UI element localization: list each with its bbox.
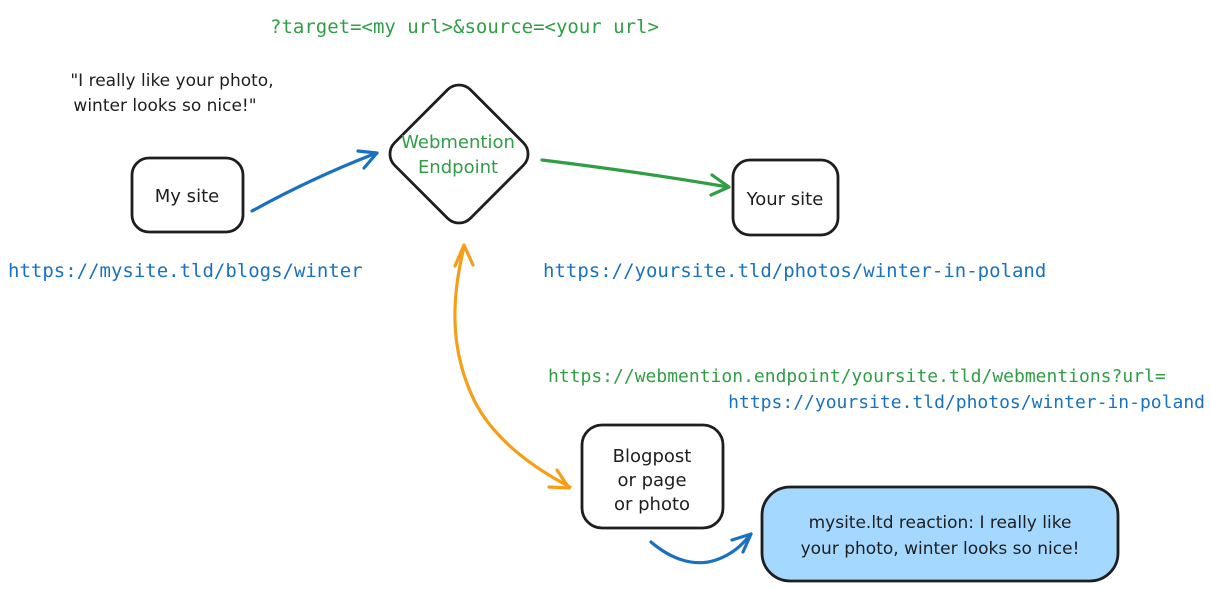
arrow-shaft: [540, 158, 730, 189]
your-site-node: Your site: [731, 158, 840, 237]
webmention-endpoint-node: Webmention Endpoint: [388, 83, 530, 225]
reaction-bubble: mysite.ltd reaction: I really like your …: [760, 485, 1120, 583]
blogpost-node: Blogpost or page or photo: [580, 423, 725, 530]
reaction-quote-line2: winter looks so nice!": [73, 96, 256, 116]
endpoint-url-line1: https://webmention.endpoint/yoursite.tld…: [548, 366, 1166, 387]
endpoint-blogpost-double-arrow: [453, 243, 572, 490]
endpoint-url-line2: https://yoursite.tld/photos/winter-in-po…: [728, 392, 1205, 413]
blogpost-label-line2: or page: [617, 470, 686, 491]
arrow-shaft: [250, 152, 376, 213]
your-site-label: Your site: [746, 189, 824, 210]
my-site-node: My site: [130, 156, 245, 234]
your-site-url: https://yoursite.tld/photos/winter-in-po…: [543, 260, 1046, 282]
blogpost-box: [580, 423, 725, 530]
endpoint-label-line2: Endpoint: [418, 157, 498, 178]
arrow-shaft: [453, 245, 572, 489]
webmention-endpoint-diamond: [388, 83, 530, 225]
my-site-url: https://mysite.tld/blogs/winter: [8, 260, 363, 282]
my-site-box: [130, 156, 245, 234]
reaction-quote-line1: "I really like your photo,: [70, 71, 273, 91]
your-site-box: [731, 158, 840, 237]
query-string-text: ?target=<my url>&source=<your url>: [270, 16, 659, 38]
arrowhead-icon: [730, 532, 753, 554]
arrowhead-icon: [356, 149, 379, 170]
reaction-bubble-line1: mysite.ltd reaction: I really like: [809, 513, 1072, 533]
reaction-bubble-line2: your photo, winter looks so nice!: [801, 539, 1080, 559]
my-site-label: My site: [155, 186, 219, 207]
reaction-bubble-shape: [760, 485, 1120, 583]
arrowhead-down-icon: [547, 468, 571, 490]
endpoint-label-line1: Webmention: [401, 132, 515, 153]
blogpost-label-line1: Blogpost: [613, 446, 692, 467]
blogpost-to-bubble-arrow: [649, 532, 753, 565]
arrow-shaft: [649, 532, 753, 565]
arrowhead-up-icon: [453, 243, 475, 268]
my-site-to-endpoint-arrow: [250, 149, 379, 213]
blogpost-label-line3: or photo: [614, 494, 690, 515]
endpoint-to-your-site-arrow: [540, 158, 731, 197]
arrowhead-icon: [709, 173, 731, 197]
